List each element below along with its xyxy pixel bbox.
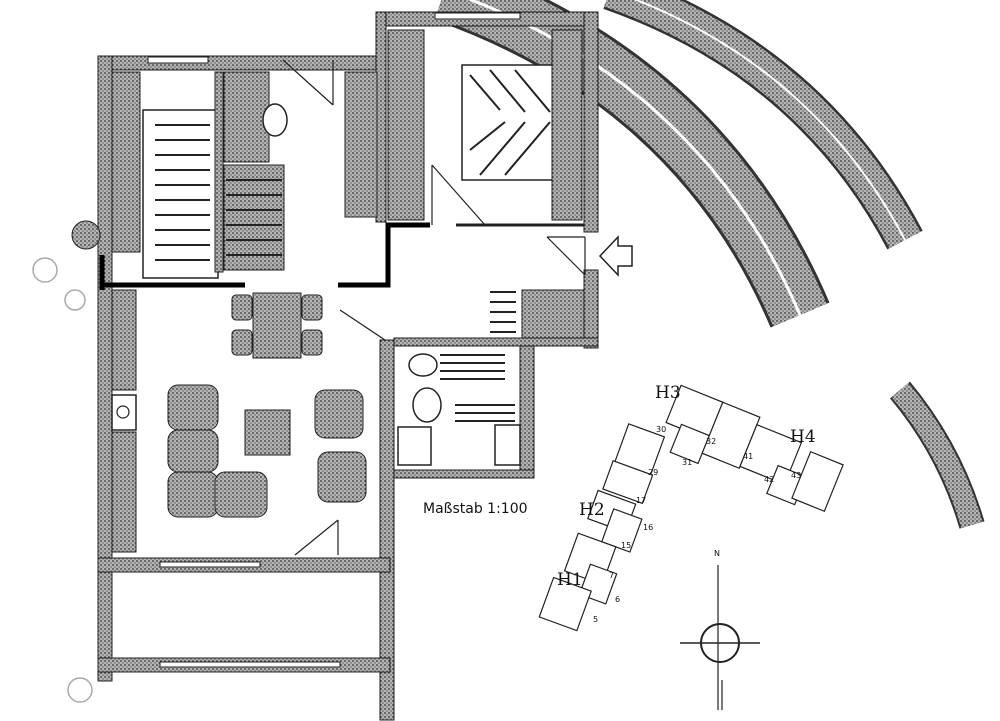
svg-text:17: 17 [636,496,646,505]
storage-room [223,59,378,271]
house-label-h4: H4 [790,427,816,447]
bed [142,109,219,279]
unit-numbers: 5 6 7 15 16 17 29 30 31 32 41 42 43 [593,425,801,624]
sofa-seat [167,429,219,473]
chair [301,294,323,321]
plant [71,220,101,250]
shoe-cabinet [521,289,585,339]
house-label-h3: H3 [655,383,681,403]
bathroom [397,353,521,466]
window [159,661,341,668]
armchair [314,389,364,439]
north-label: N [714,549,720,558]
house-label-h2: H2 [579,500,605,520]
site-plan [538,384,844,632]
entrance-door [490,236,586,339]
bidet [397,426,432,466]
bedroom-left [111,71,224,279]
armchair [317,451,367,503]
stove [111,394,137,431]
dining-table [252,292,302,359]
svg-text:7: 7 [609,571,614,580]
window [147,56,209,64]
sofa-seat [167,471,219,518]
sofa-seat [214,471,268,518]
svg-text:41: 41 [743,452,753,461]
washing-machine [494,424,521,466]
svg-text:6: 6 [615,595,620,604]
svg-text:5: 5 [593,615,598,624]
chair [301,329,323,356]
toilet [262,103,288,137]
walls [97,11,599,721]
house-label-h1: H1 [557,570,583,590]
living-room [71,220,386,556]
svg-text:29: 29 [648,468,658,477]
coffee-table [244,409,291,456]
svg-text:32: 32 [706,437,716,446]
window [159,561,261,568]
svg-text:15: 15 [621,541,631,550]
binder-holes [32,257,93,703]
scale-label: Maßstab 1:100 [423,501,528,517]
svg-text:42: 42 [764,475,774,484]
svg-text:16: 16 [643,523,653,532]
svg-text:31: 31 [682,458,692,467]
chair [231,329,253,356]
compass-rose-icon [680,565,760,710]
sofa-seat [167,384,219,431]
sink [408,353,438,377]
marker-lines [99,222,430,290]
bedroom-right [387,29,584,227]
svg-text:30: 30 [656,425,666,434]
entrance-arrow-icon [598,235,633,277]
svg-text:43: 43 [791,471,801,480]
wardrobe [387,29,425,221]
toilet [412,387,442,423]
chair [231,294,253,321]
column [344,71,378,218]
wardrobe [111,71,141,253]
stairs [223,164,285,271]
window [434,12,521,20]
